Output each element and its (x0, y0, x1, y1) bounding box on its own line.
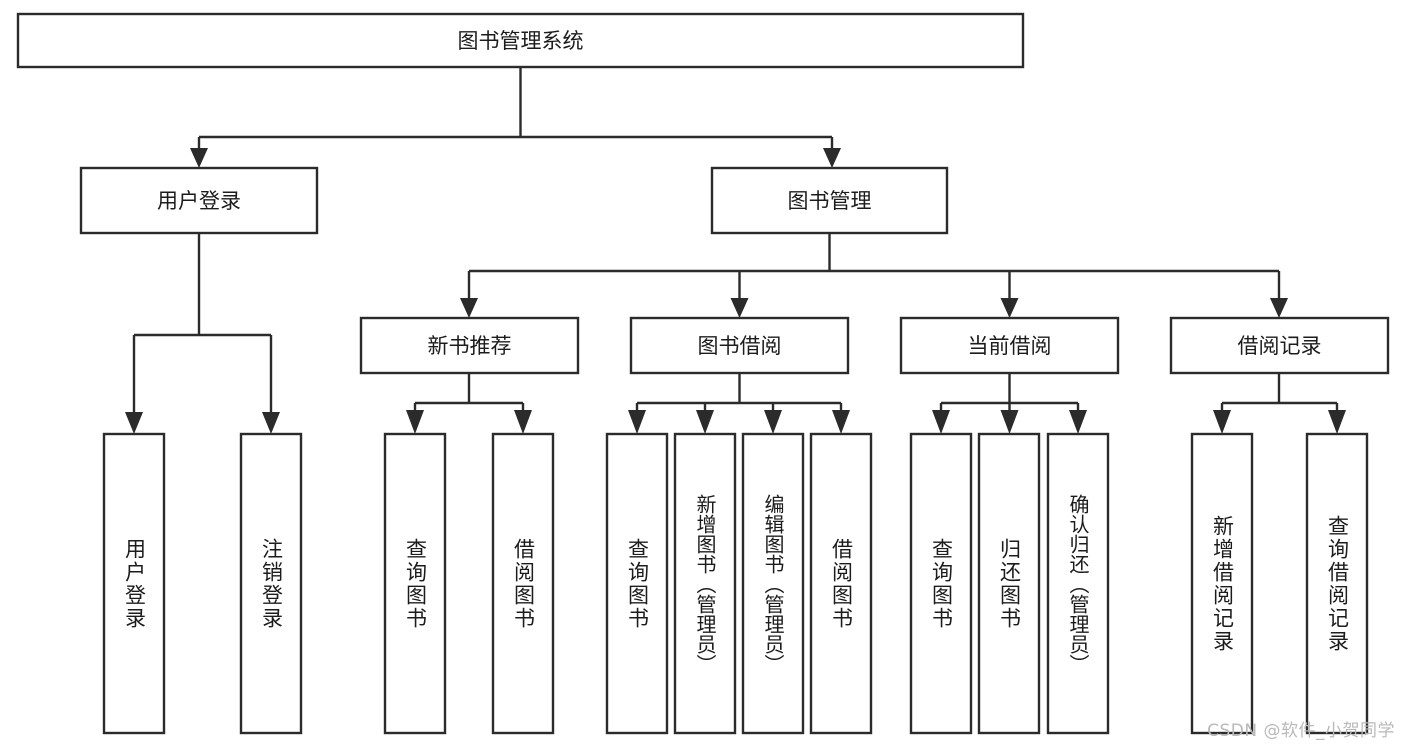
leaf-box-query-record[interactable] (1305, 432, 1369, 735)
node-book-manage-label: 图书管理 (788, 189, 872, 213)
leaf-box-user-login[interactable] (102, 432, 166, 735)
node-borrow-record[interactable]: 借阅记录 (1169, 316, 1390, 375)
leaf-box-add-book[interactable] (673, 432, 737, 735)
leaf-box-confirm-return[interactable] (1046, 432, 1110, 735)
connector-book-borrow-to-leaves (628, 373, 850, 434)
node-borrow-record-label: 借阅记录 (1238, 334, 1322, 358)
leaf-box-borrow-book-2[interactable] (809, 432, 873, 735)
leaf-boxes-group (102, 432, 1369, 735)
node-book-borrow[interactable]: 图书借阅 (629, 316, 850, 375)
leaf-box-logout[interactable] (239, 432, 303, 735)
leaf-box-query-book-3[interactable] (909, 432, 973, 735)
node-new-book-rec[interactable]: 新书推荐 (359, 316, 580, 375)
leaf-box-return-book[interactable] (977, 432, 1041, 735)
connector-new-book-rec-to-leaves (406, 373, 532, 434)
leaf-box-query-book-1[interactable] (383, 432, 447, 735)
leaf-box-borrow-book-1[interactable] (491, 432, 555, 735)
node-root[interactable]: 图书管理系统 (16, 12, 1025, 69)
node-book-borrow-label: 图书借阅 (698, 334, 782, 358)
watermark-text: CSDN @软件_小贺同学 (1207, 721, 1395, 741)
connector-user-login-to-leaves (125, 233, 280, 434)
node-user-login-label: 用户登录 (157, 189, 241, 213)
node-new-book-rec-label: 新书推荐 (428, 334, 512, 358)
leaf-box-edit-book[interactable] (741, 432, 805, 735)
node-book-manage[interactable]: 图书管理 (710, 166, 949, 235)
leaf-box-query-book-2[interactable] (605, 432, 669, 735)
connector-current-borrow-to-leaves (932, 373, 1087, 434)
connector-root-to-level2 (190, 67, 841, 168)
connector-book-manage-to-level3 (460, 233, 1288, 318)
connector-borrow-record-to-leaves (1213, 373, 1346, 434)
node-current-borrow[interactable]: 当前借阅 (899, 316, 1120, 375)
node-root-label: 图书管理系统 (458, 29, 584, 53)
leaf-box-add-record[interactable] (1190, 432, 1254, 735)
node-current-borrow-label: 当前借阅 (968, 334, 1052, 358)
node-user-login[interactable]: 用户登录 (79, 166, 319, 235)
